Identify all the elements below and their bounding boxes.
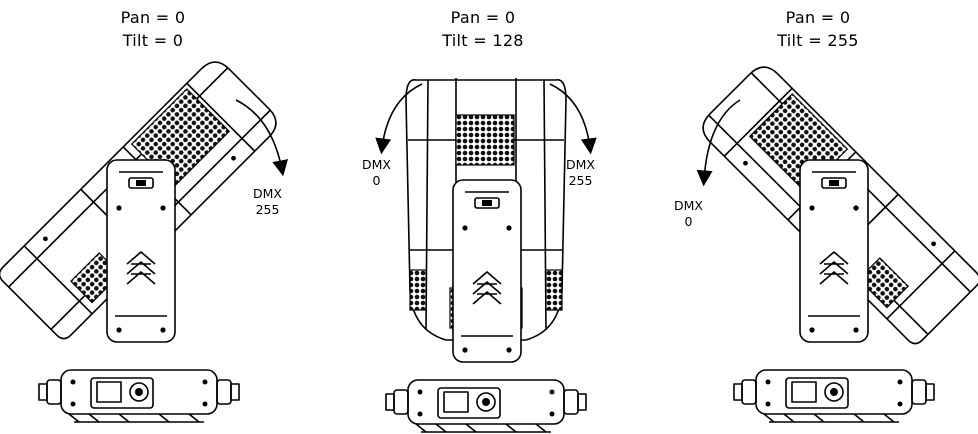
fixture-drawing-tilt-255 [695, 59, 978, 423]
pan-label: Pan = 0 [785, 8, 851, 27]
tilt-arrow [235, 99, 289, 177]
dmx-label: DMX 255 [253, 186, 282, 217]
fixture-drawing-tilt-0 [0, 54, 289, 423]
pan-label: Pan = 0 [120, 8, 186, 27]
fixture-drawing-tilt-128 [375, 77, 597, 433]
tilt-label: Tilt = 128 [442, 31, 524, 50]
tilt-label: Tilt = 0 [122, 31, 184, 50]
dmx-label-left: DMX 0 [362, 157, 391, 188]
yoke-arm [799, 159, 869, 343]
panel-tilt-255: Pan = 0 Tilt = 255 DMX 0 [652, 0, 978, 434]
caption: Pan = 0 Tilt = 255 [718, 6, 918, 52]
fixture-base [385, 379, 587, 433]
tilt-arrow [696, 99, 741, 187]
caption: Pan = 0 Tilt = 128 [383, 6, 583, 52]
fixture-base [733, 369, 935, 423]
dmx-label-right: DMX 255 [566, 157, 595, 188]
tilt-label: Tilt = 255 [777, 31, 859, 50]
dmx-label: DMX 0 [674, 198, 703, 229]
yoke-arm [452, 179, 522, 363]
panel-tilt-128: Pan = 0 Tilt = 128 DMX 0 DMX 255 [326, 0, 652, 434]
yoke-arm [106, 159, 176, 343]
caption: Pan = 0 Tilt = 0 [53, 6, 253, 52]
panel-tilt-0: Pan = 0 Tilt = 0 DMX 255 [0, 0, 326, 434]
pan-label: Pan = 0 [450, 8, 516, 27]
tilt-arrow-right [549, 83, 597, 155]
fixture-base [38, 369, 240, 423]
tilt-arrow-left [375, 83, 423, 155]
